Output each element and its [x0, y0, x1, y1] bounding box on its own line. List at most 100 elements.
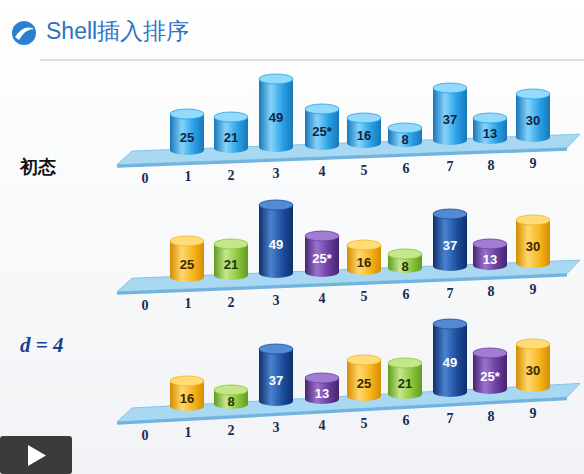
index-number: 7 — [447, 411, 454, 426]
cylinder-top — [516, 89, 550, 99]
index-number: 4 — [319, 418, 326, 433]
index-number: 8 — [488, 158, 495, 173]
index-number: 3 — [273, 166, 280, 181]
value-cylinder: 30 — [516, 215, 550, 268]
cylinder-body — [433, 88, 467, 145]
value-text: 37 — [443, 239, 457, 252]
cylinder-body — [473, 353, 507, 394]
value-cylinder: 25 — [170, 109, 204, 155]
value-cylinder: 49 — [259, 200, 293, 278]
value-cylinder: 21 — [214, 239, 248, 280]
cylinder-top — [170, 376, 204, 386]
value-cylinder: 37 — [433, 83, 467, 145]
cylinder-top — [388, 358, 422, 368]
value-text: 37 — [443, 113, 457, 126]
value-cylinder: 13 — [305, 373, 339, 404]
play-icon — [28, 445, 46, 466]
cylinder-body — [433, 324, 467, 397]
value-text: 16 — [180, 392, 194, 405]
title-icon-swoosh — [15, 28, 34, 40]
value-text: 8 — [401, 133, 408, 146]
index-number: 4 — [319, 291, 326, 306]
value-cylinder: 25 — [347, 355, 381, 401]
value-text: 49 — [269, 111, 283, 124]
value-text: 30 — [526, 240, 540, 253]
value-text: 49 — [443, 356, 457, 369]
cylinder-body — [305, 236, 339, 277]
index-number: 7 — [447, 159, 454, 174]
cylinder-top — [305, 373, 339, 383]
index-number: 7 — [447, 286, 454, 301]
value-text: 21 — [398, 377, 412, 390]
value-text: 21 — [224, 258, 238, 271]
value-text: 16 — [357, 256, 371, 269]
cylinder-top — [259, 344, 293, 354]
cylinder-body — [516, 220, 550, 268]
value-cylinder: 13 — [473, 113, 507, 144]
value-cylinder: 16 — [347, 113, 381, 148]
value-cylinder: 25 — [170, 236, 204, 282]
value-text: 13 — [483, 127, 497, 140]
cylinder-top — [433, 83, 467, 93]
cylinder-top — [259, 200, 293, 210]
cylinder-top — [433, 209, 467, 219]
index-number: 6 — [403, 161, 410, 176]
cylinder-body — [516, 94, 550, 142]
value-text: 21 — [224, 131, 238, 144]
value-text: 13 — [483, 253, 497, 266]
value-cylinder: 30 — [516, 339, 550, 392]
cylinder-body — [433, 214, 467, 271]
value-text: 8 — [227, 395, 234, 408]
title-rule — [40, 59, 584, 61]
cylinder-body — [259, 205, 293, 278]
cylinder-body — [170, 241, 204, 282]
value-cylinder: 21 — [388, 358, 422, 399]
value-text: 25* — [312, 252, 332, 265]
value-text: 30 — [526, 114, 540, 127]
row-label: d = 4 — [20, 334, 63, 357]
value-cylinder: 8 — [388, 123, 422, 147]
cylinder-top — [214, 239, 248, 249]
index-number: 6 — [403, 413, 410, 428]
slide-title: Shell插入排序 — [46, 19, 189, 44]
index-number: 0 — [142, 298, 149, 313]
cylinder-body — [214, 117, 248, 153]
cylinder-top — [473, 239, 507, 249]
cylinder-body — [259, 349, 293, 406]
value-cylinder: 37 — [433, 209, 467, 271]
cylinder-top — [347, 113, 381, 123]
value-text: 25 — [180, 258, 194, 271]
index-number: 1 — [185, 296, 192, 311]
index-number: 5 — [361, 416, 368, 431]
index-number: 2 — [228, 168, 235, 183]
index-number: 3 — [273, 420, 280, 435]
cylinder-top — [388, 249, 422, 259]
cylinder-top — [305, 104, 339, 114]
cylinder-body — [516, 344, 550, 392]
value-cylinder: 25* — [305, 104, 339, 150]
cylinder-top — [347, 355, 381, 365]
index-number: 9 — [530, 282, 537, 297]
cylinder-top — [516, 215, 550, 225]
value-text: 25* — [480, 370, 500, 383]
index-number: 8 — [488, 284, 495, 299]
cylinder-top — [259, 74, 293, 84]
value-text: 16 — [357, 129, 371, 142]
cylinder-top — [516, 339, 550, 349]
index-number: 1 — [185, 425, 192, 440]
cylinder-top — [347, 240, 381, 250]
value-cylinder: 49 — [259, 74, 293, 152]
value-cylinder: 30 — [516, 89, 550, 142]
value-cylinder: 13 — [473, 239, 507, 270]
value-cylinder: 37 — [259, 344, 293, 406]
value-text: 30 — [526, 364, 540, 377]
index-number: 9 — [530, 406, 537, 421]
index-number: 2 — [228, 295, 235, 310]
value-cylinder: 25* — [473, 348, 507, 394]
cylinder-body — [347, 360, 381, 401]
index-number: 3 — [273, 293, 280, 308]
cylinder-top — [433, 319, 467, 329]
index-number: 0 — [142, 428, 149, 443]
cylinder-top — [473, 113, 507, 123]
